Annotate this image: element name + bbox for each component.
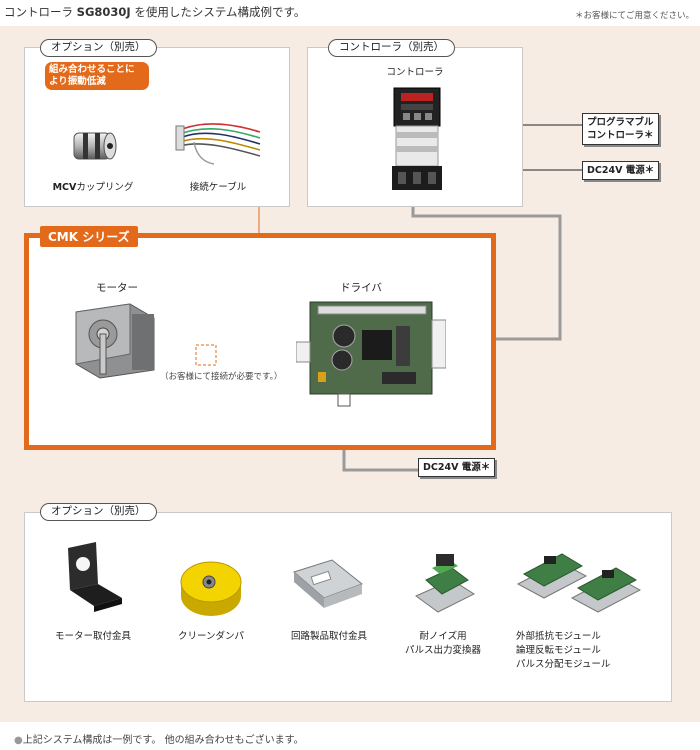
pulse-converter-image [415,554,476,613]
controller-driver-cable [411,192,562,341]
footer-note: ●上記システム構成は一例です。 他の組み合わせもございます。 [14,735,304,746]
controller-device-image [392,87,442,190]
mcv-coupling-label: MCVカップリング [52,182,134,193]
modules-image [516,553,642,613]
driver-board-image [296,301,446,407]
dc24v-power-top: DC24V 電源＊ [582,161,660,180]
driver-label: ドライバ [340,282,382,294]
motor-bracket-image [68,542,122,612]
controller-title: コントローラ [386,67,444,78]
option-panel-bottom [24,512,672,702]
bottom-item-5-label: 外部抵抗モジュール 論理反転モジュール パルス分配モジュール [516,631,611,670]
customer-supply-note: ＊お客様にてご用意ください。 [574,11,694,21]
controller-tag: コントローラ（別売） [328,39,455,57]
connection-note: （お客様にて接続が必要です。） [160,372,283,382]
bottom-item-2-label: クリーンダンパ [177,631,245,642]
option-tag-top: オプション（別売） [40,39,157,57]
cmk-series-tag: CMK シリーズ [40,226,138,247]
dc24v-power-bottom: DC24V 電源＊ [418,458,496,477]
motor-label: モーター [96,282,138,294]
bottom-item-4-label: 耐ノイズ用 パルス出力変換器 [404,631,481,656]
vibration-badge: 組み合わせることに より振動低減 [45,62,149,90]
programmable-controller-box: プログラマブル コントローラ＊ [582,113,659,145]
connection-cable-label: 接続ケーブル [189,182,247,193]
connection-cable-image [175,123,261,165]
bottom-item-3-label: 回路製品取付金具 [290,631,367,642]
bottom-item-1-label: モーター取付金具 [54,631,131,642]
connection-point [195,344,217,366]
mcv-coupling-image [73,132,117,160]
stepping-motor-image [75,303,155,379]
option-tag-bottom: オプション（別売） [40,503,157,521]
page-title: コントローラ SG8030J を使用したシステム構成例です。 [4,5,306,19]
clean-damper-image [180,561,242,616]
circuit-mount-image [292,559,364,608]
